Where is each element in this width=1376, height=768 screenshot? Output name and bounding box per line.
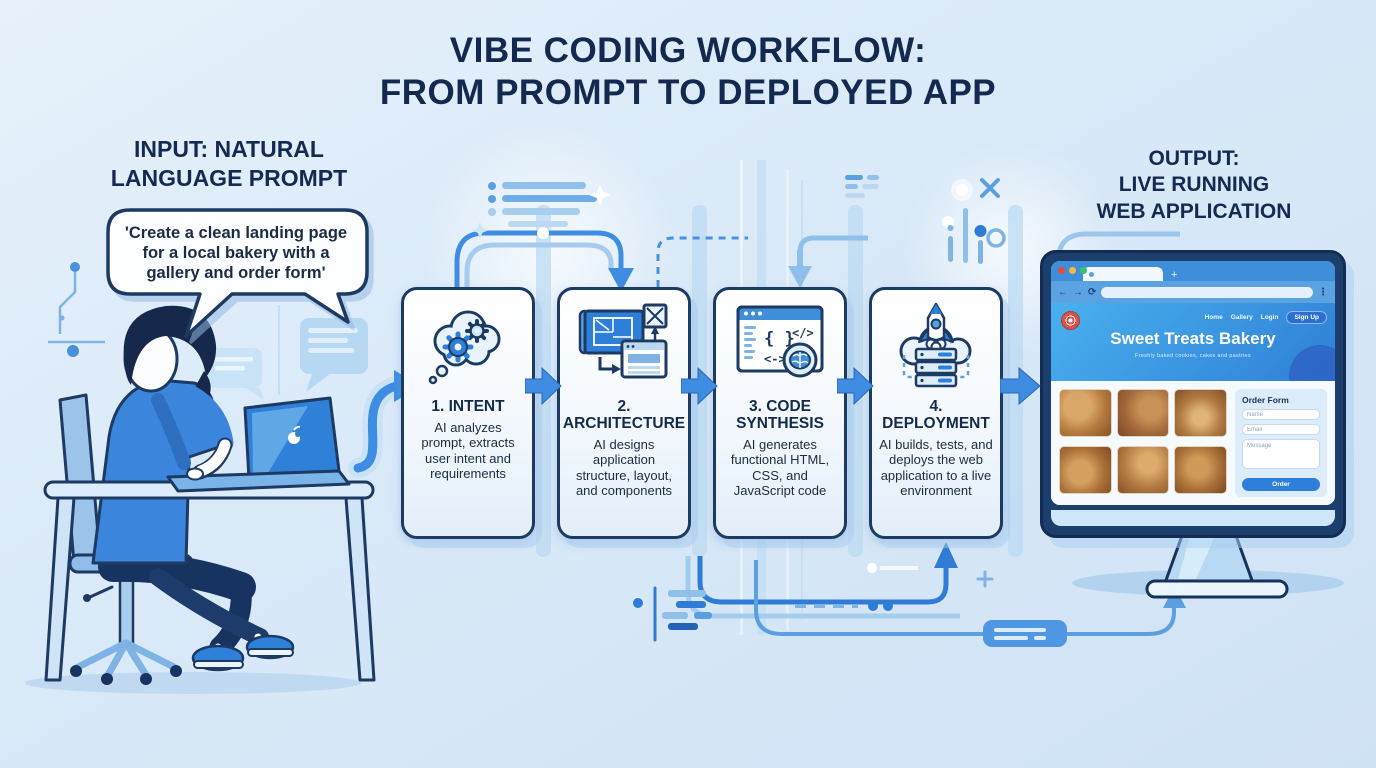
step-description: AI generates functional HTML, CSS, and J… [730,437,830,499]
input-heading-line1: INPUT: NATURAL [134,136,324,162]
step-description: AI designs application structure, layout… [575,437,673,499]
order-email-field[interactable] [1242,424,1320,435]
maximize-window-icon [1080,267,1087,274]
step-description: AI builds, tests, and deploys the web ap… [879,437,993,499]
flow-arrow-2-icon [681,366,718,406]
nav-link-home[interactable]: Home [1204,314,1223,321]
input-heading: INPUT: NATURAL LANGUAGE PROMPT [64,135,394,193]
bakery-logo-badge [1061,311,1080,330]
gallery-photo[interactable] [1174,389,1227,437]
close-window-icon [1058,267,1065,274]
step-title: 4. DEPLOYMENT [882,398,990,433]
order-form-panel: Order Form Order [1235,389,1327,497]
order-name-field[interactable] [1242,409,1320,420]
step-title: 3. CODE SYNTHESIS [736,398,824,433]
reload-icon[interactable]: ⟳ [1088,286,1097,298]
speech-bubble-shape [106,208,369,338]
back-icon[interactable]: ← [1058,286,1068,298]
workflow-step-card-code-synthesis: { } </> <-> 3. CODE SYNTHESIS AI generat… [713,287,847,539]
page-title-line1: VIBE CODING WORKFLOW: [449,31,927,70]
page-title: VIBE CODING WORKFLOW: FROM PROMPT TO DEP… [0,30,1376,114]
forward-icon[interactable]: → [1073,286,1083,298]
bakery-tagline: Freshly baked cookies, cakes and pastrie… [1135,353,1251,359]
bakery-page-body: Order Form Order [1051,381,1335,505]
signup-button[interactable]: Sign Up [1286,311,1327,324]
minimize-window-icon [1069,267,1076,274]
order-form-title: Order Form [1242,395,1289,405]
code-window-brain-icon: { } </> <-> [730,296,830,396]
step-title: 1. INTENT [431,398,505,415]
hero-corner-decoration [1289,345,1335,381]
output-heading: OUTPUT: LIVE RUNNING WEB APPLICATION [1056,146,1332,225]
nav-link-gallery[interactable]: Gallery [1230,314,1253,321]
output-heading-line1: OUTPUT: [1148,147,1240,170]
browser-toolbar: ← → ⟳ ⋮ [1051,281,1335,303]
gallery-photo[interactable] [1174,445,1227,494]
traffic-light-buttons[interactable] [1058,267,1087,274]
workflow-step-card-deployment: 4. DEPLOYMENT AI builds, tests, and depl… [869,287,1003,539]
monitor-stand [1145,533,1289,599]
order-submit-button[interactable]: Order [1242,478,1320,491]
rocket-cloud-server-icon [886,296,986,396]
prompt-text: 'Create a clean landing page for a local… [124,223,348,283]
page-title-line2: FROM PROMPT TO DEPLOYED APP [379,73,997,112]
gallery-photo[interactable] [1059,389,1112,437]
developer-at-desk-illustration [25,305,376,694]
workflow-step-card-architecture: 2. ARCHITECTURE AI designs application s… [557,287,691,539]
browser-titlebar: + [1051,261,1335,281]
gallery-photo[interactable] [1116,389,1170,437]
browser-tab[interactable] [1083,267,1163,281]
step-description: AI analyzes prompt, extracts user intent… [421,420,515,482]
blueprint-wireframe-icon [574,296,674,396]
prompt-speech-bubble: 'Create a clean landing page for a local… [100,200,380,340]
flow-arrow-3-icon [837,366,874,406]
flow-arrow-4-icon [1000,366,1041,406]
new-tab-icon[interactable]: + [1171,269,1178,281]
svg-text:</>: </> [792,326,814,340]
output-heading-line3: WEB APPLICATION [1096,199,1292,223]
browser-window: + ← → ⟳ ⋮ Home Gallery Login Sign Up Swe… [1051,261,1335,505]
output-heading-line2: LIVE RUNNING [1118,173,1270,197]
thought-cloud-gears-icon [418,296,518,396]
input-heading-line2: LANGUAGE PROMPT [110,164,348,191]
address-bar[interactable] [1101,286,1313,298]
svg-text:<->: <-> [764,352,786,366]
order-message-field[interactable] [1242,439,1320,469]
nav-link-login[interactable]: Login [1260,314,1279,321]
bakery-site-title: Sweet Treats Bakery [1110,329,1276,348]
svg-text:{ }: { } [764,329,795,349]
flow-arrow-1-icon [525,366,562,406]
workflow-step-card-intent: 1. INTENT AI analyzes prompt, extracts u… [401,287,535,539]
gallery-photo[interactable] [1059,445,1112,494]
bakery-hero-section: Home Gallery Login Sign Up Sweet Treats … [1051,303,1335,381]
browser-menu-icon[interactable]: ⋮ [1318,286,1328,298]
step-title: 2. ARCHITECTURE [562,398,686,433]
bakery-photo-gallery [1059,389,1227,497]
gallery-photo[interactable] [1116,445,1170,494]
bakery-navbar: Home Gallery Login Sign Up [1205,311,1327,324]
monitor-chin [1051,510,1335,526]
tab-favicon-icon [1089,271,1094,277]
output-monitor: + ← → ⟳ ⋮ Home Gallery Login Sign Up Swe… [1040,250,1346,538]
